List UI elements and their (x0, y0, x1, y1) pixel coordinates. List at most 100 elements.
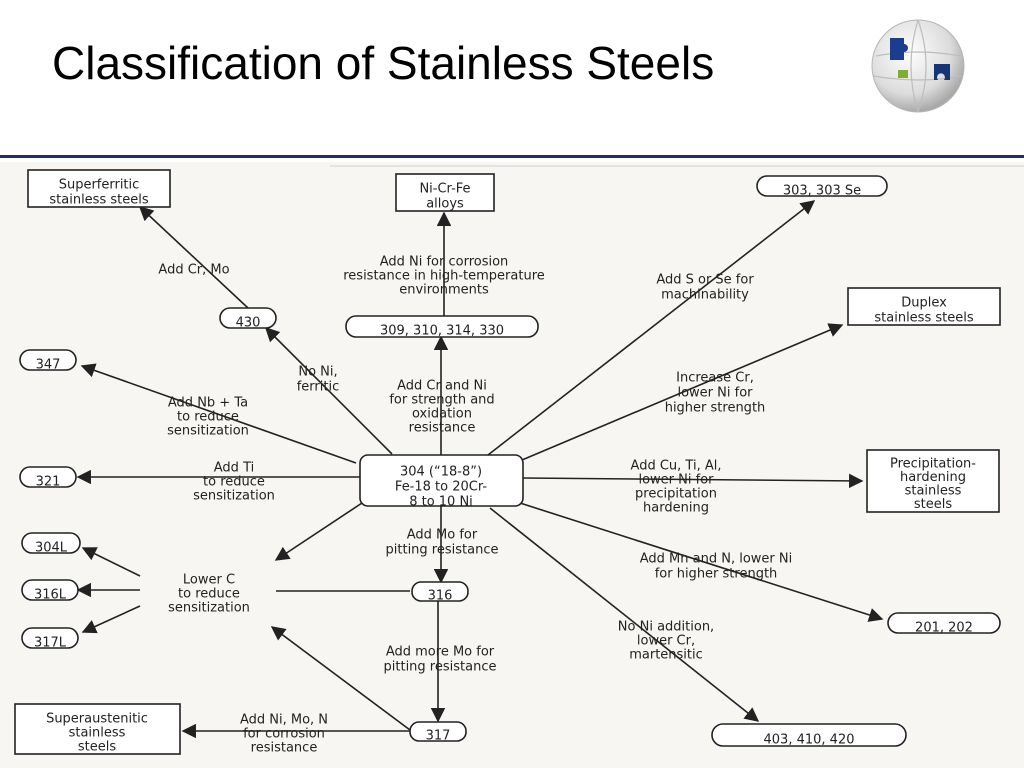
edge-lower-c-to-317l (81, 605, 141, 634)
edge-304-to-201 (519, 502, 884, 622)
add-nb-ta-line-3: sensitization (167, 424, 249, 439)
node-317-box (409, 721, 467, 742)
node-ni-cr-fe-box (395, 173, 495, 212)
node-403-box (711, 723, 907, 747)
edge-lower-c-to-304l (81, 547, 141, 577)
edge-304-to-lower-c (274, 502, 363, 561)
node-303-box (756, 175, 888, 197)
add-ni-corrosion-line-1: Add Ni for corrosion (380, 255, 509, 270)
precip-line-3: stainless (905, 484, 962, 499)
duplex-line-1: Duplex (901, 296, 947, 311)
add-mo-line-2: pitting resistance (386, 543, 499, 558)
center-line-3: 8 to 10 Ni (409, 495, 473, 510)
add-mn-n-line-2: for higher strength (655, 567, 778, 582)
node-321-text: 321 (36, 475, 61, 490)
lower-c-line-2: to reduce (178, 587, 240, 602)
superaus-line-2: stainless (69, 726, 126, 741)
node-316l-text: 316L (34, 588, 67, 603)
g430-line-1: 430 (236, 316, 261, 331)
precip-line-1: Precipitation- (890, 457, 976, 472)
g304l-line-1: 304L (35, 541, 68, 556)
edge-317-to-lower-c (270, 626, 411, 731)
lower-c-line-1: Lower C (183, 573, 235, 588)
no-ni-addition-line-2: lower Cr, (637, 634, 695, 649)
g317l-line-1: 317L (34, 636, 67, 651)
node-347-text: 347 (36, 358, 61, 373)
add-cr-ni-line-3: oxidation (412, 407, 472, 422)
label-add-cu-ti-al: Add Cu, Ti, Al,lower Ni forprecipitation… (631, 459, 722, 516)
superaus-line-3: steels (78, 740, 116, 755)
node-430-box (219, 307, 277, 329)
center-line-1: 304 (“18-8”) (400, 465, 482, 480)
add-cu-ti-al-line-2: lower Ni for (638, 473, 714, 488)
add-nb-ta-line-1: Add Nb + Ta (168, 396, 248, 411)
add-cu-ti-al-line-3: precipitation (635, 487, 717, 502)
increase-cr-line-1: Increase Cr, (676, 371, 754, 386)
add-cr-ni-line-1: Add Cr and Ni (397, 379, 487, 394)
node-347-box (19, 349, 77, 371)
node-304l-box (21, 532, 81, 554)
node-309-text: 309, 310, 314, 330 (380, 324, 504, 339)
add-more-mo-line-1: Add more Mo for (386, 645, 495, 660)
no-ni-ferritic-line-2: ferritic (297, 380, 340, 395)
g303-line-1: 303, 303 Se (783, 184, 861, 199)
node-304l-text: 304L (35, 541, 68, 556)
add-cr-ni-line-4: resistance (409, 421, 476, 436)
node-304-text: 304 (“18-8”)Fe-18 to 20Cr-8 to 10 Ni (395, 465, 487, 510)
node-duplex-box (847, 287, 1001, 326)
add-mn-n-line-1: Add Mn and N, lower Ni (640, 552, 792, 567)
node-201-box (887, 612, 1001, 634)
g316l-line-1: 316L (34, 588, 67, 603)
node-superaustenitic-box (14, 703, 181, 755)
add-ni-mo-n-line-2: for corrosion (243, 727, 325, 742)
add-ni-mo-n-line-3: resistance (251, 741, 318, 756)
edge-304-to-duplex (521, 323, 844, 461)
node-317-text: 317 (426, 729, 451, 744)
g201-line-1: 201, 202 (915, 621, 973, 636)
node-303-text: 303, 303 Se (783, 184, 861, 199)
add-nb-ta-line-2: to reduce (177, 410, 239, 425)
edge-304-to-precip (522, 473, 864, 489)
node-309-box (345, 315, 539, 338)
node-304-box (359, 454, 524, 507)
g316-line-1: 316 (428, 589, 453, 604)
label-no-ni-addition: No Ni addition,lower Cr,martensitic (618, 620, 714, 663)
node-316-box (411, 581, 469, 602)
edge-430-to-superferritic (138, 206, 249, 309)
page-title: Classification of Stainless Steels (52, 37, 715, 89)
ni-cr-fe-line-1: Ni-Cr-Fe (419, 182, 470, 197)
g321-line-1: 321 (36, 475, 61, 490)
node-317l-text: 317L (34, 636, 67, 651)
add-ti-line-3: sensitization (193, 489, 275, 504)
edge-304-to-347 (80, 363, 357, 464)
edge-304-to-430 (264, 326, 393, 455)
add-s-se-line-2: machinability (661, 288, 749, 303)
node-superferritic-box (27, 169, 171, 208)
add-ni-corrosion-line-3: environments (399, 283, 489, 298)
label-no-ni-ferritic: No Ni,ferritic (297, 365, 340, 395)
increase-cr-line-2: lower Ni for (677, 386, 753, 401)
add-ni-mo-n-line-1: Add Ni, Mo, N (240, 713, 328, 728)
add-ti-line-2: to reduce (203, 475, 265, 490)
node-321-box (19, 466, 77, 488)
node-317l-box (21, 627, 79, 649)
duplex-line-2: stainless steels (874, 311, 973, 326)
edge-304-to-303 (487, 200, 816, 456)
add-cr-ni-line-2: for strength and (389, 393, 494, 408)
precip-line-4: steels (914, 497, 952, 512)
edge-labels: Add Cr, Mo Add Ni for corrosionresistanc… (158, 255, 792, 756)
g347-line-1: 347 (36, 358, 61, 373)
puzzle-globe-icon (871, 19, 965, 113)
